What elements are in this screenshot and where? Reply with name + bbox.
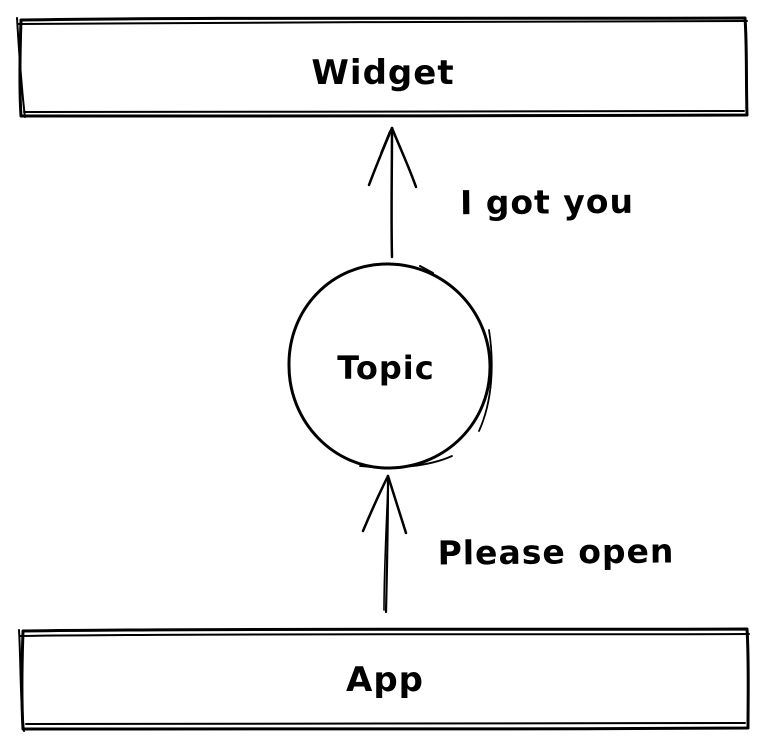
- edge-label-please-open: Please open: [437, 531, 675, 573]
- edge-label-i-got-you: I got you: [459, 181, 635, 223]
- topic-to-widget-arrow: [367, 126, 418, 259]
- app-node-label: App: [346, 660, 424, 700]
- app-to-topic-arrow: [361, 474, 408, 614]
- app-node-shape: [18, 627, 750, 732]
- topic-node-shape: [287, 262, 493, 470]
- widget-node-label: Widget: [311, 53, 455, 93]
- widget-node-shape: [16, 16, 749, 118]
- topic-node-label: Topic: [337, 349, 435, 387]
